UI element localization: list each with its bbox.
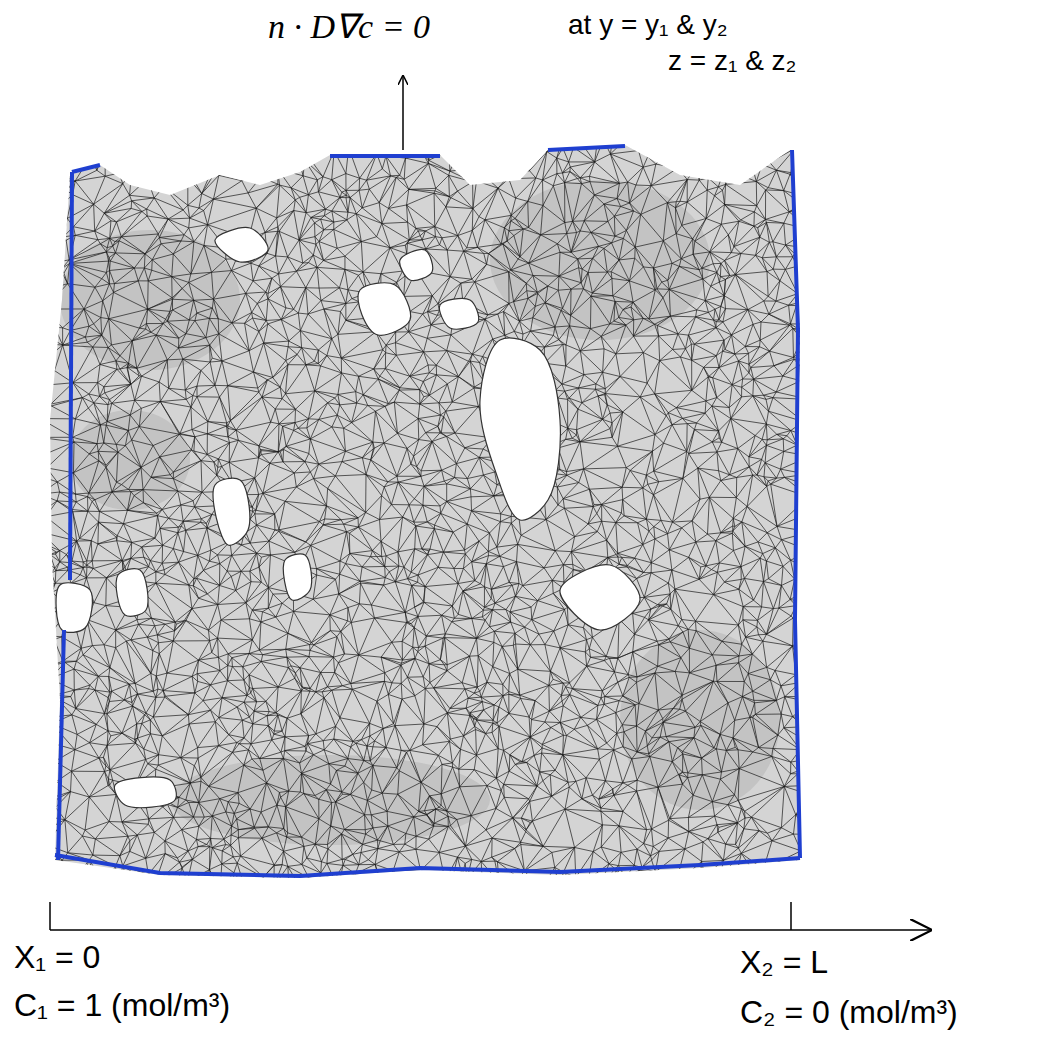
x-axis <box>50 929 930 931</box>
pore-hole <box>358 283 411 335</box>
concentration-label: C₁ = 1 (mol/m³) <box>14 988 230 1023</box>
axis-tick <box>49 902 51 930</box>
pore-hole <box>283 554 311 601</box>
pore-hole <box>560 565 640 630</box>
pore-hole <box>480 338 561 520</box>
pore-hole <box>114 777 176 808</box>
boundary-condition: n · D∇c = 0 <box>268 8 430 45</box>
pore-hole <box>213 478 250 545</box>
concentration-label: C₂ = 0 (mol/m³) <box>740 995 958 1030</box>
boundary-highlight <box>55 146 800 876</box>
position-label: X₁ = 0 <box>14 940 100 975</box>
pore-hole <box>400 249 433 280</box>
pore-hole <box>56 583 92 633</box>
boundary-location: z = z₁ & z₂ <box>668 46 796 77</box>
porous-mesh <box>40 135 810 891</box>
pore-hole <box>215 228 268 263</box>
pore-holes <box>56 228 640 808</box>
pore-hole <box>116 569 148 617</box>
axis-tick <box>790 902 792 930</box>
pointer-arrow <box>402 76 404 150</box>
position-label: X₂ = L <box>740 945 828 980</box>
pore-hole <box>439 298 478 329</box>
boundary-location: at y = y₁ & y₂ <box>568 10 728 41</box>
